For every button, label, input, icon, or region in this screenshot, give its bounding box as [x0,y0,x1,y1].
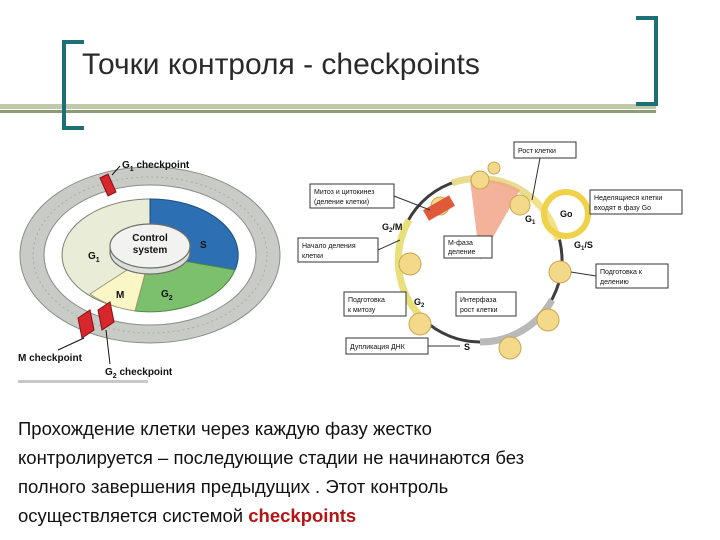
cell-4 [398,252,422,276]
paragraph-line-4: осуществляется системой checkpoints [18,501,708,530]
g1-right-label: G1 [525,214,536,226]
prep-mitosis-label-1: Подготовка [348,297,385,304]
prep-division-label-1: Подготовка к [600,269,643,276]
header-rule-top [0,104,656,109]
prep-division-box [595,263,669,289]
right-cell-cycle-diagram: G2/M G1 Go G1/S G2 S М-фаза деление Инте… [297,141,683,360]
paragraph-line-3: полного завершения предыдущих . Этот кон… [18,476,449,497]
interphase-label-1: Интерфаза [460,297,497,304]
cell-growth-box [513,141,577,159]
interphase-box [455,291,517,317]
g2-right-label: G2 [414,297,425,309]
left-cell-cycle-diagram: Control system G1 S G2 M G1 checkpoint M… [18,160,281,383]
s-right-label: S [464,342,470,352]
control-system-label: Control [132,233,168,244]
g1-checkpoint-label: G1 checkpoint [122,160,190,173]
m-checkpoint-marker [77,309,95,339]
slide-title: Точки контроля - checkpoints [82,48,480,81]
non-dividing-box [589,189,683,215]
phase-g1-label: G1 [88,251,100,264]
m-phase-box [443,235,493,259]
cell-7 [408,312,432,336]
m-phase-label-2: деление [448,249,475,256]
paragraph-line-4-text: осуществляется системой [18,505,249,526]
diagram-area: Control system G1 S G2 M G1 checkpoint M… [18,141,683,383]
g2m-label: G2/M [382,222,402,234]
g0-label: Go [560,209,573,219]
m-phase-label-1: М-фаза [448,240,473,247]
copyright-line [18,380,148,383]
phase-m-label: M [116,290,124,301]
g1s-label: G1/S [574,240,593,252]
division-start-label-2: клетки [302,253,323,260]
g2-checkpoint-marker [97,301,115,331]
g1-checkpoint-marker [99,173,117,197]
prep-mitosis-box [343,291,407,317]
non-dividing-label-2: входят в фазу Go [594,205,651,212]
paragraph-line-2: контролируется – последующие стадии не н… [18,447,525,468]
control-system-label-2: system [133,245,168,256]
non-dividing-label-1: Неделящиеся клетки [594,195,662,202]
checkpoints-highlight: checkpoints [248,505,357,526]
right-bracket [636,16,658,106]
paragraph-line-1: Прохождение клетки через каждую фазу жес… [18,418,432,439]
dna-duplication-label: Дупликация ДНК [350,344,406,351]
mitosis-label-2: (деление клетки) [314,199,369,206]
description-paragraph: Прохождение клетки через каждую фазу жес… [18,414,708,530]
cell-5 [548,260,572,284]
interphase-label-2: рост клетки [460,307,498,314]
cell-8 [498,336,522,360]
mitosis-label-1: Митоз и цитокинез [314,189,374,196]
prep-division-label-2: делению [600,279,629,286]
phase-g2-label: G2 [161,289,173,302]
division-start-box [297,237,379,263]
cell-2 [470,170,490,190]
division-start-label-1: Начало деления [302,243,356,250]
prep-mitosis-label-2: к митозу [348,307,376,314]
cell-3 [509,194,531,216]
cell-6 [536,308,560,332]
left-bracket [62,40,84,130]
m-checkpoint-label: M checkpoint [18,353,83,364]
phase-s-label: S [200,240,207,251]
g2-checkpoint-label: G2 checkpoint [105,367,173,380]
cell-9 [487,161,501,175]
header-rule-bottom [0,110,656,113]
cell-growth-label: Рост клетки [518,148,556,155]
